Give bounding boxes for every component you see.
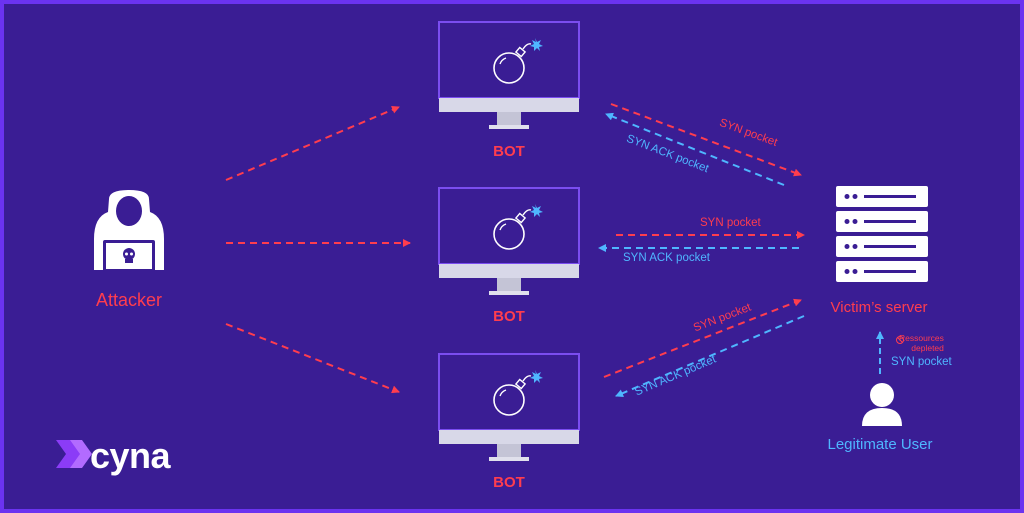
resources-line-2: depleted [911, 343, 944, 353]
bot-monitor-top [438, 21, 580, 130]
syn-ack-label-middle: SYN ACK pocket [623, 252, 710, 264]
syn-ack-arrow-bottom [615, 315, 805, 397]
bot-monitor-middle [438, 187, 580, 296]
victim-server-icon [836, 186, 928, 282]
bot-monitor-bottom [438, 353, 580, 462]
legitimate-user-label: Legitimate User [827, 436, 933, 453]
attack-arrow-bottom [225, 323, 400, 394]
resources-depleted-label: Ressources depleted [899, 333, 944, 353]
attacker-hacker-icon [94, 190, 164, 272]
attack-arrow-top [225, 106, 400, 181]
syn-arrow-top [610, 103, 802, 177]
syn-label-middle: SYN pocket [700, 217, 761, 229]
legitimate-user-icon [862, 383, 902, 426]
bot-label-middle: BOT [493, 308, 525, 325]
syn-flood-diagram [56, 21, 928, 468]
blocked-icon [896, 336, 904, 344]
victim-server-label: Victim’s server [830, 299, 928, 316]
syn-ack-arrow-top [605, 112, 785, 186]
attacker-label: Attacker [95, 290, 163, 310]
bot-label-top: BOT [493, 143, 525, 160]
resources-line-1: Ressources [899, 333, 944, 343]
bot-label-bottom: BOT [493, 474, 525, 491]
cyna-logo-text: cyna [90, 435, 171, 476]
user-syn-label: SYN pocket [891, 356, 952, 368]
cyna-logo-mark [56, 440, 92, 468]
